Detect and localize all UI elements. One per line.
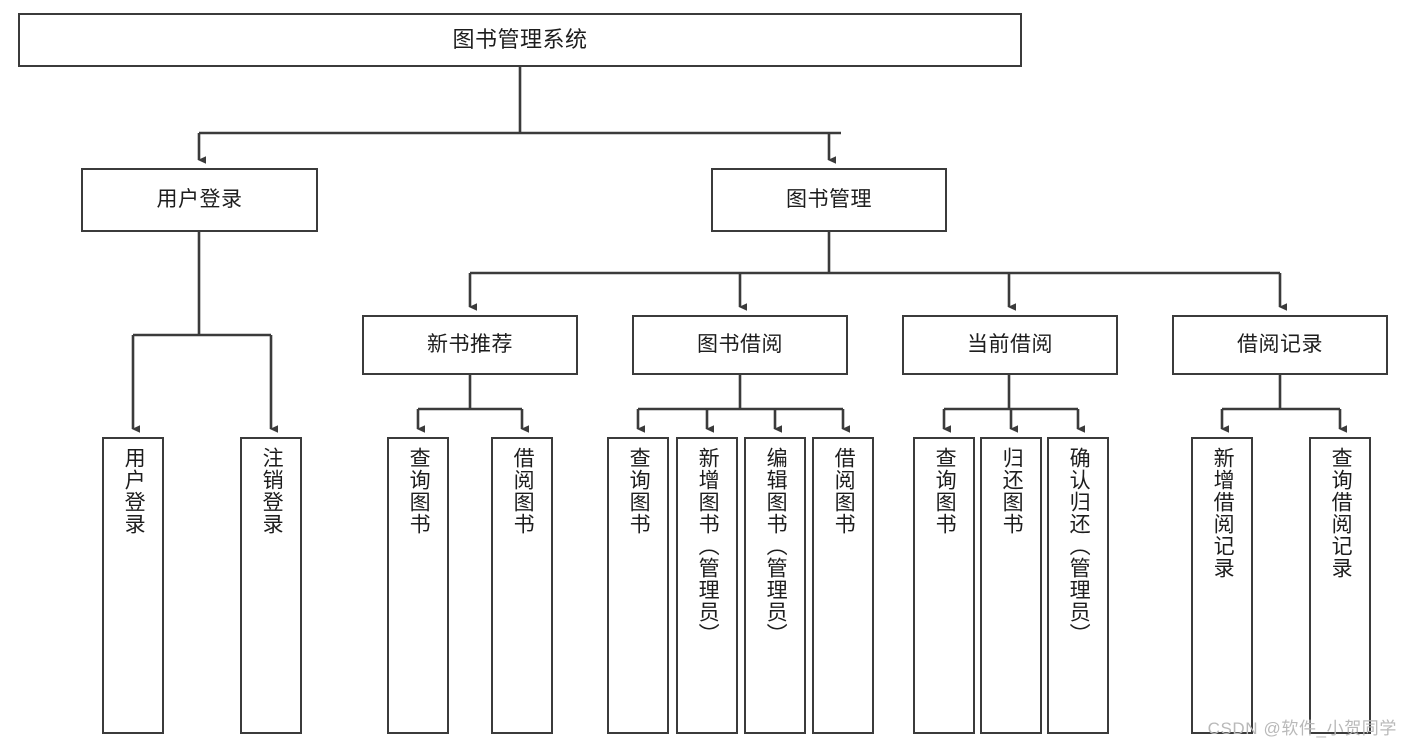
leaf-borrowrecord-add-record[interactable]: 新增借阅记录	[1191, 437, 1253, 734]
leaf-currentborrow-confirm-return-admin[interactable]: 确认归还（管理员）	[1047, 437, 1109, 734]
leaf-newbook-query-book[interactable]: 查询图书	[387, 437, 449, 734]
node-label: 新增图书（管理员）	[696, 447, 720, 645]
node-current-borrow[interactable]: 当前借阅	[902, 315, 1118, 375]
node-label: 借阅图书	[832, 447, 856, 535]
node-user-login[interactable]: 用户登录	[81, 168, 318, 232]
leaf-bookborrow-borrow-book[interactable]: 借阅图书	[812, 437, 874, 734]
node-label: 新增借阅记录	[1211, 447, 1235, 579]
leaf-currentborrow-query-book[interactable]: 查询图书	[913, 437, 975, 734]
leaf-bookborrow-add-book-admin[interactable]: 新增图书（管理员）	[676, 437, 738, 734]
watermark-csdn: CSDN @软件_小贺同学	[1207, 719, 1397, 738]
leaf-currentborrow-return-book[interactable]: 归还图书	[980, 437, 1042, 734]
node-label: 查询图书	[933, 447, 957, 535]
leaf-newbook-borrow-book[interactable]: 借阅图书	[491, 437, 553, 734]
node-book-management[interactable]: 图书管理	[711, 168, 947, 232]
node-label: 查询图书	[627, 447, 651, 535]
node-label: 查询借阅记录	[1329, 447, 1353, 579]
leaf-bookborrow-query-book[interactable]: 查询图书	[607, 437, 669, 734]
node-root-book-management-system[interactable]: 图书管理系统	[18, 13, 1022, 67]
node-label: 图书借阅	[697, 332, 783, 356]
node-label: 编辑图书（管理员）	[764, 447, 788, 645]
node-label: 新书推荐	[427, 332, 513, 356]
node-label: 借阅图书	[511, 447, 535, 535]
node-borrow-record[interactable]: 借阅记录	[1172, 315, 1388, 375]
node-label: 用户登录	[122, 447, 146, 535]
node-label: 注销登录	[260, 447, 284, 535]
node-book-borrow[interactable]: 图书借阅	[632, 315, 848, 375]
node-label: 图书管理	[786, 187, 872, 211]
leaf-borrowrecord-query-record[interactable]: 查询借阅记录	[1309, 437, 1371, 734]
leaf-user-login[interactable]: 用户登录	[102, 437, 164, 734]
node-new-book-recommend[interactable]: 新书推荐	[362, 315, 578, 375]
leaf-bookborrow-edit-book-admin[interactable]: 编辑图书（管理员）	[744, 437, 806, 734]
node-label: 查询图书	[407, 447, 431, 535]
node-label: 图书管理系统	[452, 27, 588, 53]
leaf-logout[interactable]: 注销登录	[240, 437, 302, 734]
node-label: 归还图书	[1000, 447, 1024, 535]
node-label: 借阅记录	[1237, 332, 1323, 356]
node-label: 当前借阅	[967, 332, 1053, 356]
node-label: 确认归还（管理员）	[1067, 447, 1091, 645]
node-label: 用户登录	[156, 187, 243, 211]
